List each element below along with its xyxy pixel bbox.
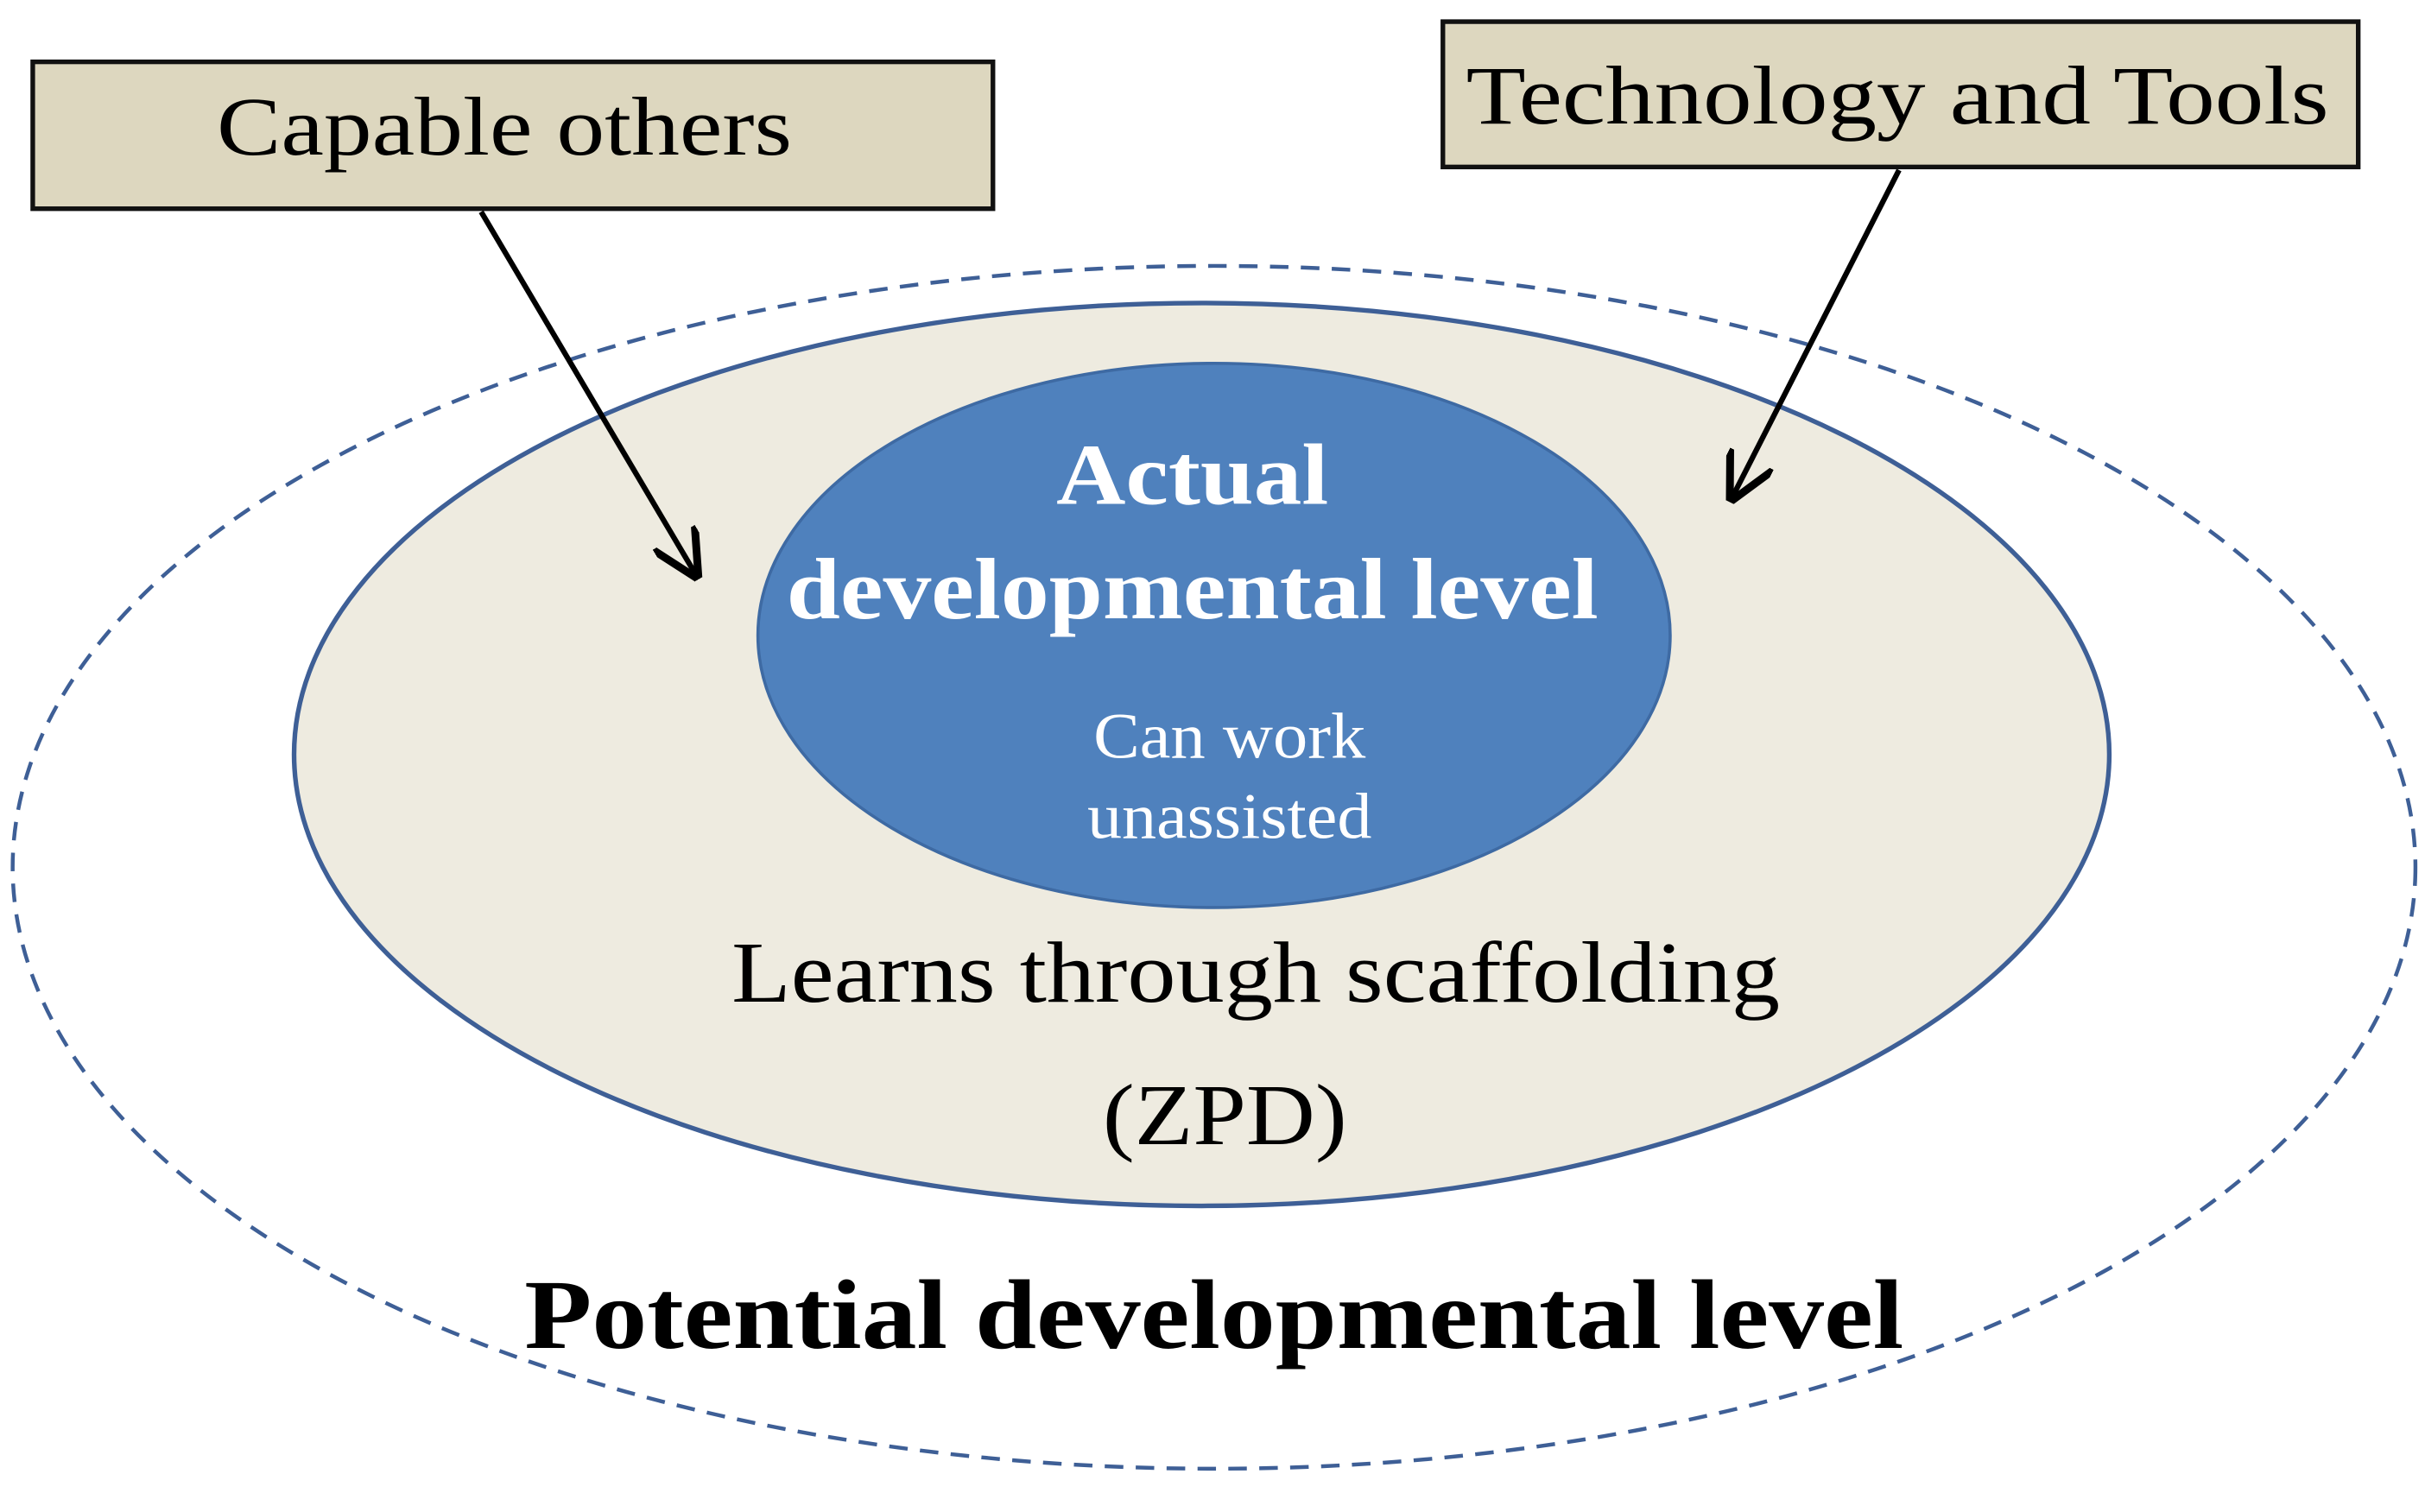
zpd-label-line1: Learns through scaffolding: [731, 925, 1780, 1021]
technology-tools-box: Technology and Tools: [1440, 19, 2361, 170]
technology-tools-arrow: [1732, 168, 1902, 498]
capable-others-label: Capable others: [217, 80, 792, 173]
capable-others-arrow: [478, 210, 696, 575]
actual-level-title-line2: developmental level: [787, 541, 1599, 637]
capable-others-box: Capable others: [30, 59, 996, 212]
actual-level-title-line1: Actual: [1056, 427, 1328, 523]
actual-level-sub-line1: Can work: [1093, 700, 1366, 772]
actual-level-sub-line2: unassisted: [1087, 781, 1371, 852]
zpd-label-line2: (ZPD): [1103, 1067, 1347, 1163]
actual-level-ellipse: [756, 361, 1672, 909]
technology-tools-label: Technology and Tools: [1466, 49, 2329, 142]
potential-level-dashed-ellipse: [10, 263, 2418, 1471]
potential-level-label: Potential developmental level: [524, 1260, 1903, 1370]
